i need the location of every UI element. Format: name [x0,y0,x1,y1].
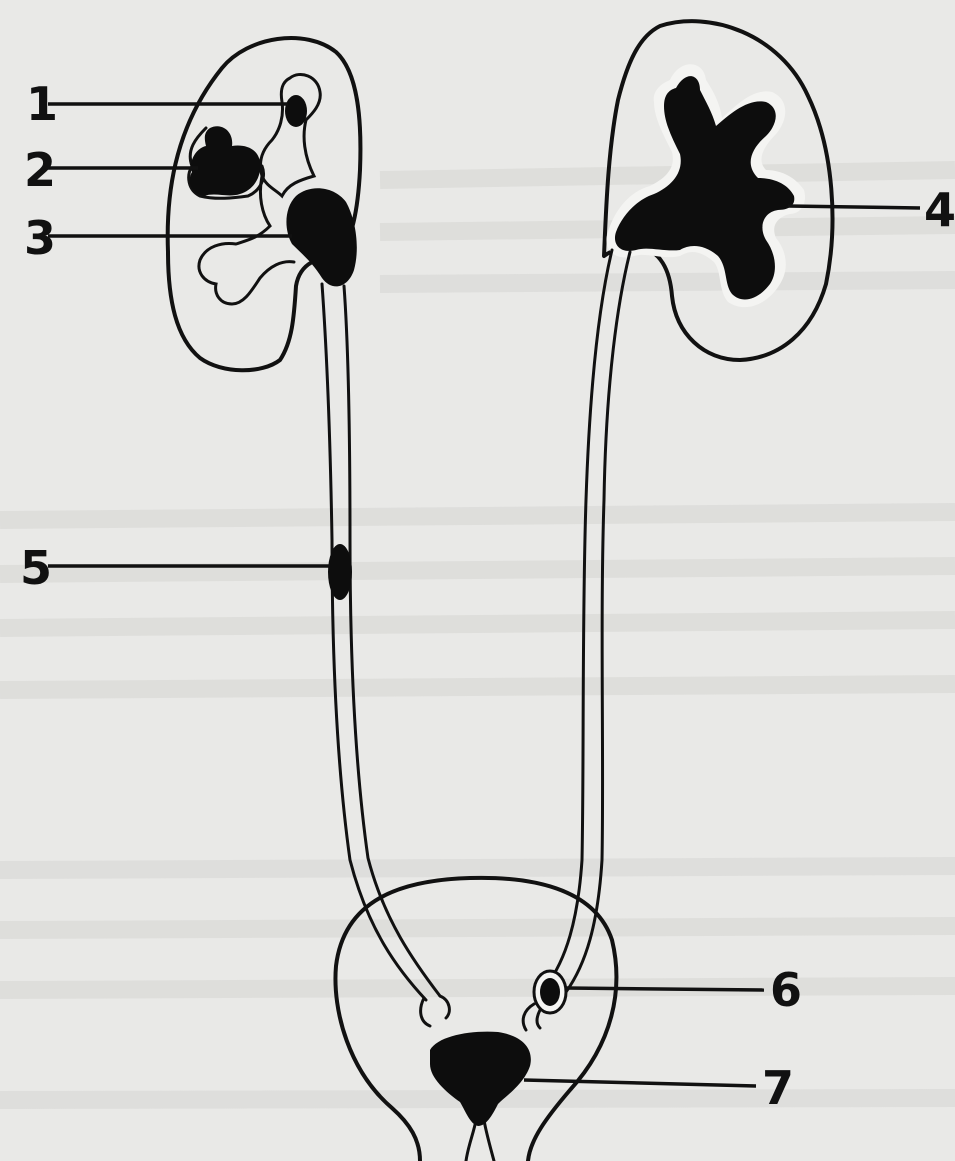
left-ureter [322,284,440,1000]
paper-show-through [0,170,955,1100]
leader-lines [48,104,920,1086]
leader-6 [566,988,764,990]
right-ureteric-orifice [523,1004,540,1030]
label-4: 4 [924,183,955,237]
stone-2 [190,126,261,196]
label-1: 1 [26,77,58,131]
stone-6 [540,978,560,1006]
label-6: 6 [770,963,802,1017]
leader-7 [524,1080,756,1086]
label-7: 7 [762,1061,794,1115]
label-5: 5 [20,541,52,595]
stone-1 [285,95,307,127]
label-3: 3 [24,211,56,265]
stone-5 [328,544,352,600]
label-2: 2 [24,143,56,197]
stone-3 [286,188,356,286]
leader-4 [788,206,920,208]
stone-4 [615,76,794,299]
stone-7 [430,1032,531,1126]
